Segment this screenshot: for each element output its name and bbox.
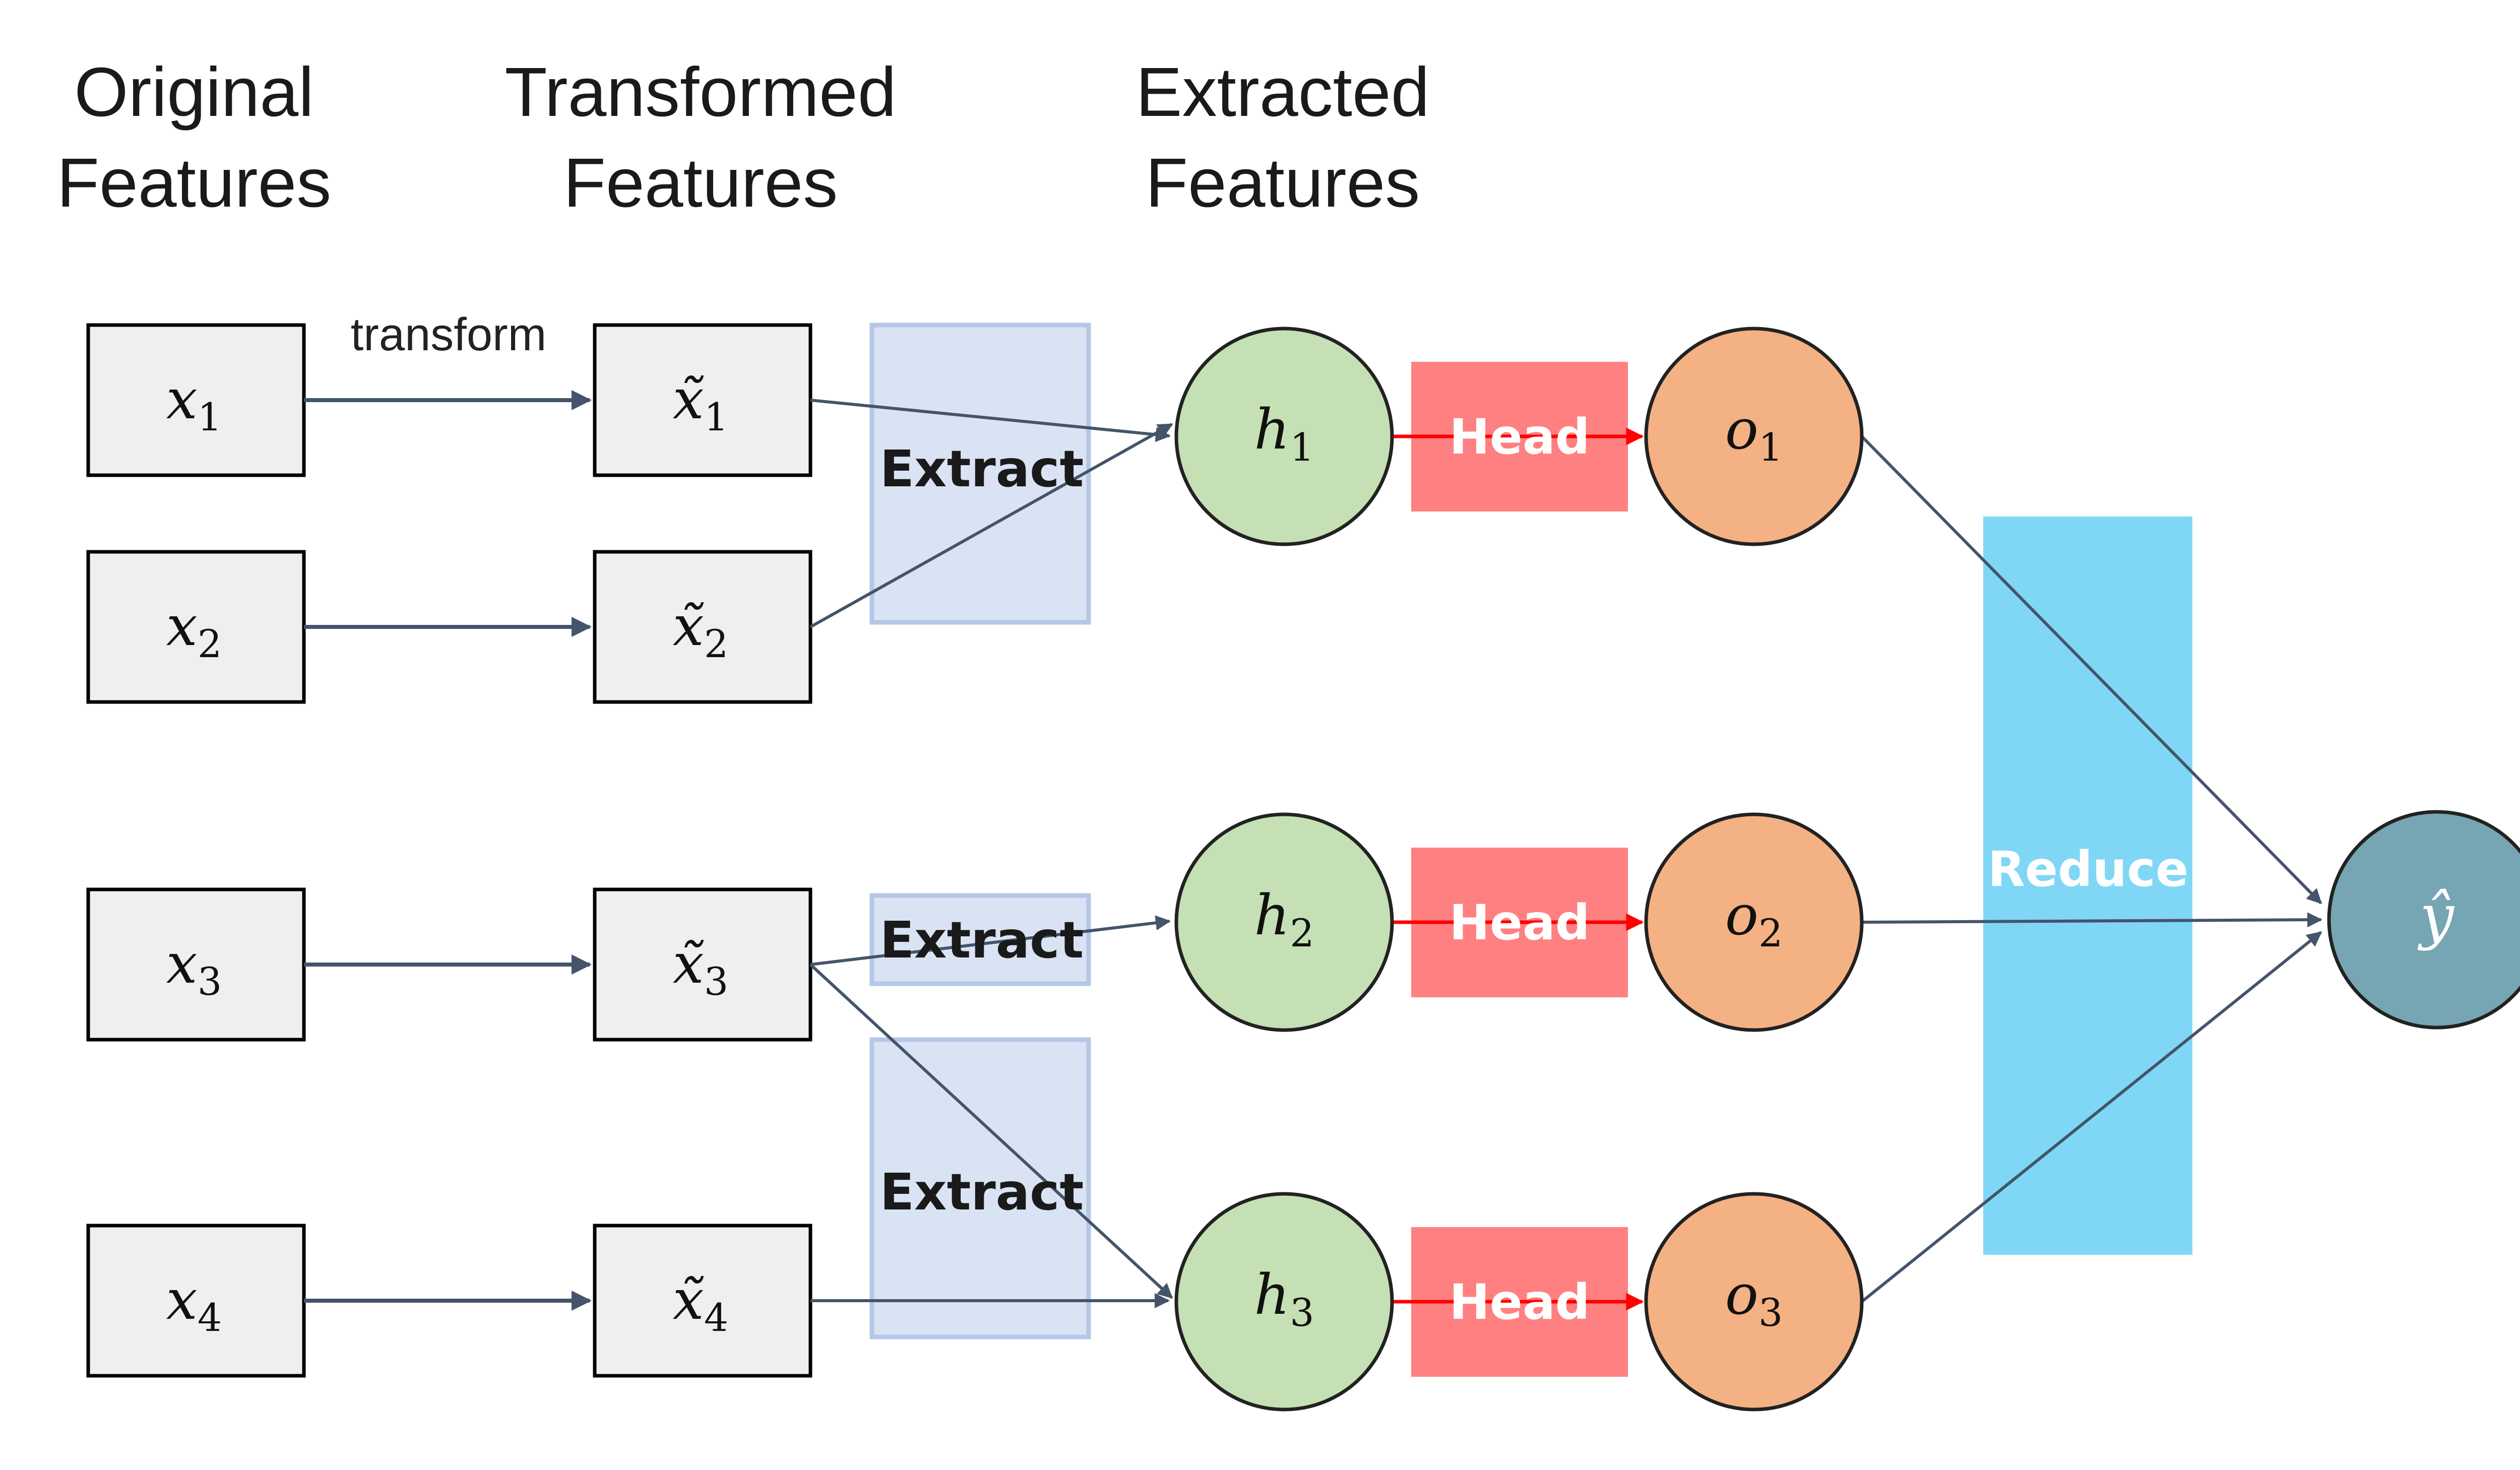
input-box-3 xyxy=(86,887,306,1042)
header-transformed-line2: Features xyxy=(563,144,838,222)
output-node-3 xyxy=(1644,1192,1864,1412)
reduce-box xyxy=(1983,517,2192,1255)
extract-label-3: Extract xyxy=(880,1163,1084,1222)
input-label-1: x1 xyxy=(166,367,222,439)
transform-label: transform xyxy=(351,309,547,360)
output-node-2 xyxy=(1644,812,1864,1032)
extract-label-1: Extract xyxy=(880,439,1084,498)
transformed-box-1 xyxy=(593,323,812,477)
extract-edge-x3-h3 xyxy=(809,963,1173,1299)
transformed-label-2: x̃2 xyxy=(673,594,728,666)
transformed-box-2 xyxy=(593,550,812,704)
output-label-1: o1 xyxy=(1725,397,1783,470)
input-label-4: x4 xyxy=(166,1267,222,1340)
extract-edge-x2-h1 xyxy=(809,423,1173,628)
hidden-node-1 xyxy=(1174,327,1394,546)
reduce-label: Reduce xyxy=(1988,841,2188,898)
transformed-box-3 xyxy=(593,887,812,1042)
input-box-1 xyxy=(86,323,306,477)
input-box-2 xyxy=(86,550,306,704)
transformed-label-4: x̃4 xyxy=(673,1267,728,1340)
head-label-2: Head xyxy=(1450,894,1590,951)
output-node-1 xyxy=(1644,327,1864,546)
hidden-node-2 xyxy=(1174,812,1394,1032)
header-extracted-line2: Features xyxy=(1146,144,1420,222)
output-label-3: o3 xyxy=(1725,1262,1783,1335)
reduce-edge-o1 xyxy=(1860,435,2322,905)
prediction-node xyxy=(2327,810,2520,1030)
reduce-edge-o3 xyxy=(1861,931,2322,1303)
input-label-3: x3 xyxy=(166,931,222,1004)
extract-edge-x3-h2 xyxy=(810,915,1171,966)
head-label-3: Head xyxy=(1450,1274,1590,1330)
transformed-box-4 xyxy=(593,1224,812,1378)
head-label-1: Head xyxy=(1450,409,1590,465)
hidden-label-3: h3 xyxy=(1254,1262,1314,1335)
header-original-line2: Features xyxy=(57,144,332,222)
hidden-node-3 xyxy=(1174,1192,1394,1412)
extract-label-2: Extract xyxy=(880,911,1084,970)
input-label-2: x2 xyxy=(166,594,222,666)
header-extracted-line1: Extracted xyxy=(1136,53,1430,131)
hidden-label-1: h1 xyxy=(1254,397,1314,470)
transformed-label-1: x̃1 xyxy=(673,367,728,439)
extract-box-2 xyxy=(869,893,1091,986)
extract-edge-x1-h1 xyxy=(810,399,1171,442)
transformed-label-3: x̃3 xyxy=(673,931,728,1004)
prediction-label: ŷ xyxy=(2417,882,2455,952)
header-original-line1: Original xyxy=(74,53,314,131)
reduce-edge-o2 xyxy=(1861,912,2322,928)
output-label-2: o2 xyxy=(1725,883,1783,955)
hidden-label-2: h2 xyxy=(1254,883,1314,955)
header-transformed-line1: Transformed xyxy=(505,53,896,131)
